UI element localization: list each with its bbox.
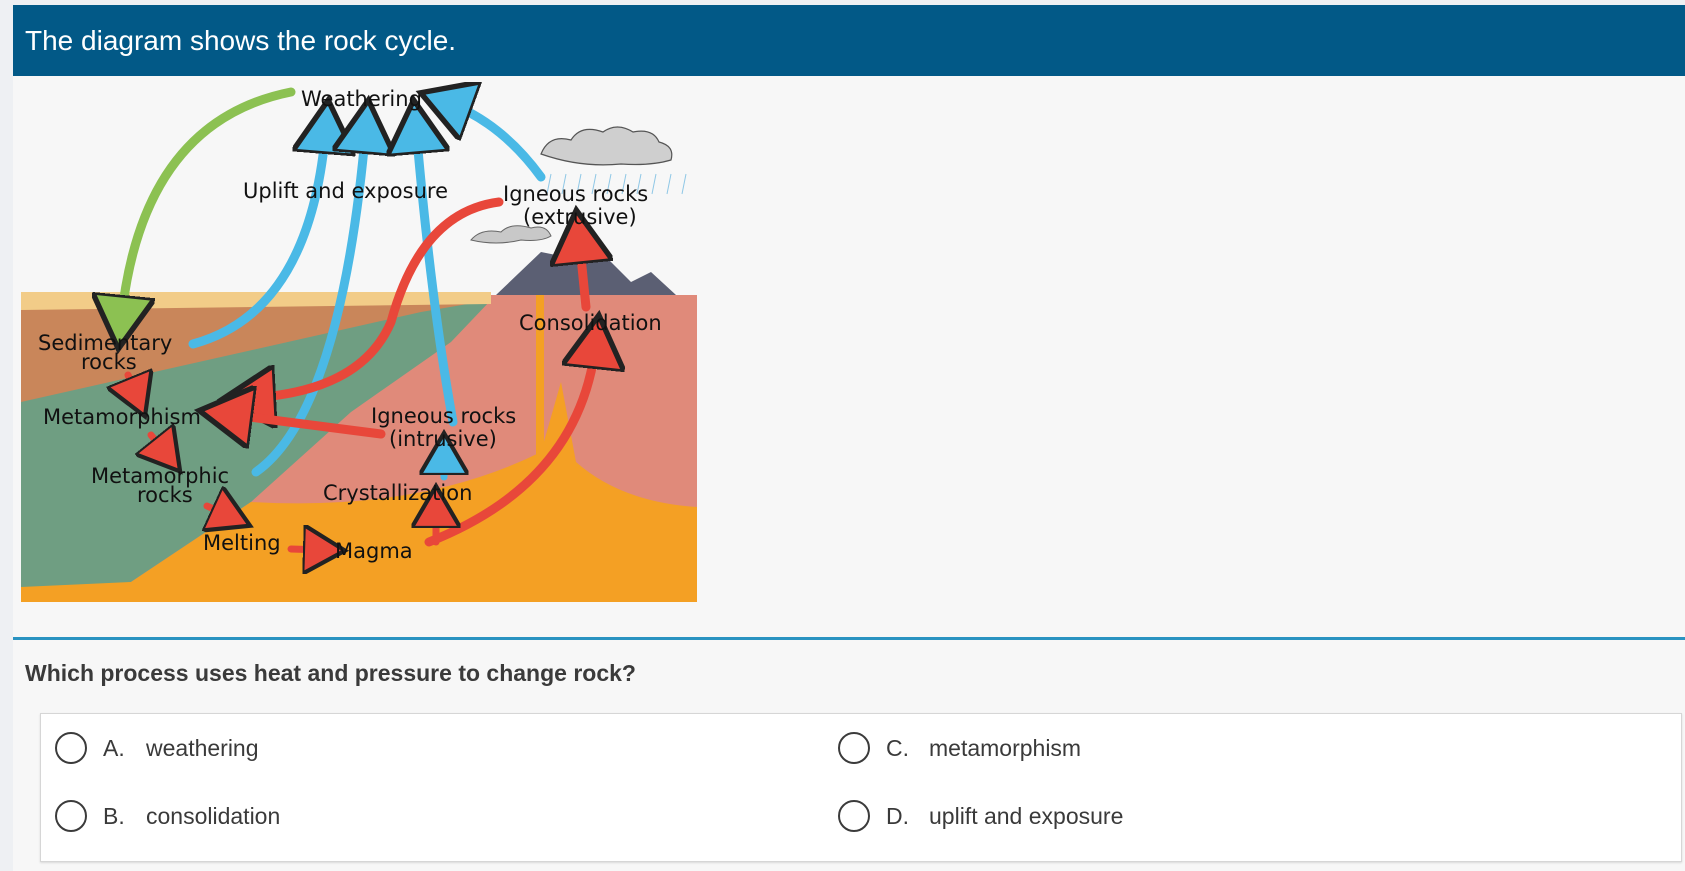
stimulus-area: Weathering Uplift and exposure Igneous r… — [13, 76, 1685, 637]
label-weathering: Weathering — [301, 87, 422, 111]
choice-text: weathering — [146, 734, 259, 761]
choice-c[interactable]: C. metamorphism — [838, 728, 1081, 768]
choice-b[interactable]: B. consolidation — [55, 796, 280, 836]
choice-text: uplift and exposure — [929, 802, 1124, 829]
label-metamorphism: Metamorphism — [43, 405, 201, 429]
choice-letter: A. — [103, 734, 125, 761]
label-uplift: Uplift and exposure — [243, 179, 448, 203]
section-divider — [13, 637, 1685, 640]
rock-cycle-diagram: Weathering Uplift and exposure Igneous r… — [21, 82, 697, 602]
choice-text: consolidation — [146, 802, 281, 829]
radio-button[interactable] — [838, 732, 870, 764]
label-magma: Magma — [335, 539, 413, 563]
choice-d[interactable]: D. uplift and exposure — [838, 796, 1123, 836]
choice-letter: D. — [886, 802, 909, 829]
cycle-arrows — [121, 92, 596, 550]
volcano — [470, 225, 676, 295]
label-sedimentary-1: Sedimentary — [38, 331, 172, 355]
label-consolidation: Consolidation — [519, 311, 662, 335]
question-text: Which process uses heat and pressure to … — [25, 660, 636, 686]
choice-text: metamorphism — [929, 734, 1082, 761]
label-igneous-int-1: Igneous rocks — [371, 404, 516, 428]
diagram-labels: Weathering Uplift and exposure Igneous r… — [38, 87, 662, 563]
label-igneous-int-2: (intrusive) — [389, 427, 497, 451]
rain-cloud-icon — [540, 126, 687, 195]
radio-button[interactable] — [55, 800, 87, 832]
choice-a[interactable]: A. weathering — [55, 728, 259, 768]
label-igneous-ext-2: (extrusive) — [523, 205, 637, 229]
label-melting: Melting — [203, 531, 281, 555]
radio-button[interactable] — [838, 800, 870, 832]
label-metamorphic-1: Metamorphic — [91, 464, 229, 488]
label-igneous-ext-1: Igneous rocks — [503, 182, 648, 206]
question-area: Which process uses heat and pressure to … — [13, 640, 1685, 871]
answer-choices: A. weathering B. consolidation C. metamo… — [40, 713, 1682, 862]
question-header: The diagram shows the rock cycle. — [13, 5, 1685, 76]
choice-letter: C. — [886, 734, 909, 761]
label-sedimentary-2: rocks — [81, 350, 137, 374]
label-metamorphic-2: rocks — [137, 483, 193, 507]
choice-letter: B. — [103, 802, 125, 829]
header-title: The diagram shows the rock cycle. — [25, 24, 457, 56]
label-crystallization: Crystallization — [323, 481, 472, 505]
radio-button[interactable] — [55, 732, 87, 764]
